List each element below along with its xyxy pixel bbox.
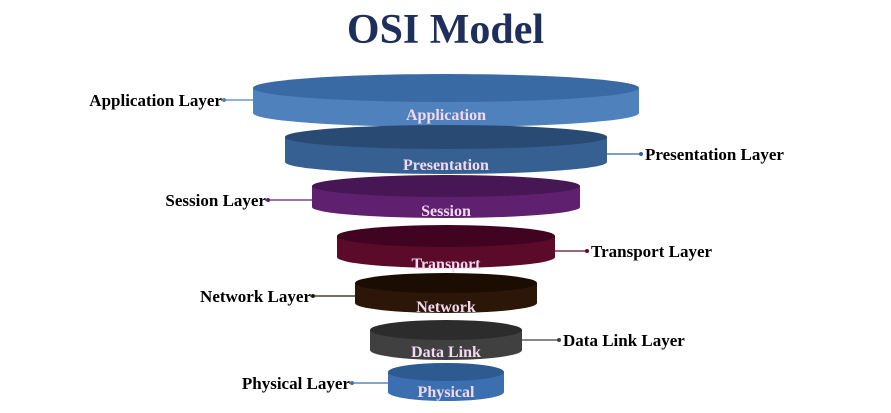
layer-physical: Physical Physical Layer: [242, 363, 504, 401]
layer-top-transport: [337, 225, 555, 247]
connector-dot-session: [266, 198, 270, 202]
layer-top-presentation: [285, 125, 607, 149]
layer-transport: Transport Transport Layer: [337, 225, 712, 273]
connector-dot-transport: [585, 249, 589, 253]
layer-label-session: Session Layer: [165, 191, 266, 210]
layer-name-transport: Transport: [411, 256, 481, 273]
layer-top-network: [355, 273, 537, 293]
layer-name-application: Application: [406, 107, 486, 124]
connector-dot-physical: [350, 381, 354, 385]
connector-dot-data-link: [557, 338, 561, 342]
layer-name-network: Network: [416, 299, 476, 316]
layer-name-physical: Physical: [418, 384, 475, 401]
layer-session: Session Session Layer: [165, 175, 580, 220]
layer-top-physical: [388, 363, 504, 381]
layer-label-physical: Physical Layer: [242, 374, 351, 393]
layer-label-presentation: Presentation Layer: [645, 145, 784, 164]
layer-label-application: Application Layer: [89, 91, 222, 110]
layer-top-data-link: [370, 320, 522, 340]
layer-network: Network Network Layer: [200, 273, 537, 316]
connector-dot-presentation: [639, 152, 643, 156]
connector-dot-application: [222, 98, 226, 102]
layer-label-data-link: Data Link Layer: [563, 331, 685, 350]
layer-top-application: [253, 74, 639, 102]
diagram-title: OSI Model: [346, 7, 545, 53]
layer-name-data-link: Data Link: [411, 344, 481, 361]
layer-presentation: Presentation Presentation Layer: [285, 125, 784, 174]
layer-label-transport: Transport Layer: [591, 242, 712, 261]
layer-label-network: Network Layer: [200, 287, 311, 306]
layer-name-session: Session: [421, 203, 471, 220]
layer-top-session: [312, 175, 580, 197]
layer-name-presentation: Presentation: [403, 157, 489, 174]
connector-dot-network: [311, 294, 315, 298]
layer-data-link: Data Link Data Link Layer: [370, 320, 685, 361]
layer-application: Application Application Layer: [89, 74, 639, 127]
